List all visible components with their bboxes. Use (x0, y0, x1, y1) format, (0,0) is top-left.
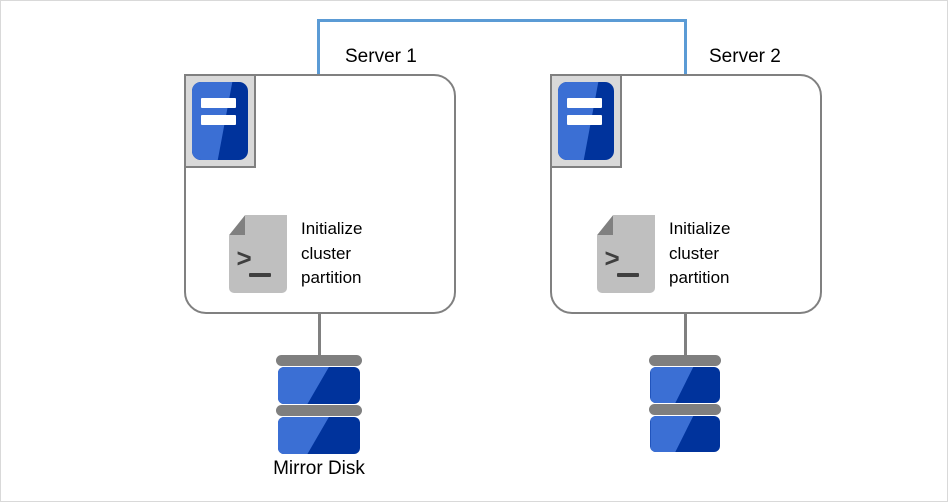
server-2-action-text: Initialize cluster partition (669, 219, 731, 288)
interconnect-left-segment (317, 19, 320, 75)
server-2-to-disk-2-line (684, 314, 687, 359)
server-chassis-body (192, 82, 248, 160)
disk-1-platter-bottom (277, 417, 361, 454)
interconnect-right-segment (684, 19, 687, 75)
script-terminal-icon: > (229, 215, 287, 293)
script-page-fold (229, 215, 246, 236)
disk-1-label: Mirror Disk (273, 458, 365, 479)
disk-2-bar-mid (649, 404, 721, 415)
disk-stack-icon (276, 355, 362, 454)
script-prompt-glyph: > (236, 242, 252, 273)
server-1-label: Server 1 (345, 46, 417, 67)
disk-2-platter-top (650, 367, 720, 403)
script-terminal-icon: > (597, 215, 655, 293)
disk-2-platter-bottom (650, 416, 720, 452)
server-2-label: Server 2 (709, 46, 781, 67)
disk-1-platter-top (277, 367, 361, 404)
disk-stack-icon (649, 355, 721, 452)
interconnect-top-segment (317, 19, 687, 22)
server-chassis-bar-top (566, 97, 602, 108)
disk-1-bar-mid (276, 405, 362, 416)
disk-2-bar-top (649, 355, 721, 366)
script-cursor-glyph (248, 272, 271, 277)
server-chassis-icon (550, 74, 622, 168)
server-1-action-text: Initialize cluster partition (301, 219, 363, 288)
server-1-to-disk-1-line (318, 314, 321, 359)
server-chassis-body (558, 82, 614, 160)
disk-1-bar-top (276, 355, 362, 366)
script-page-fold (597, 215, 614, 236)
server-chassis-bar-bottom (566, 114, 602, 125)
script-prompt-glyph: > (604, 242, 620, 273)
server-2-action: > Initialize cluster partition (597, 215, 730, 293)
server-chassis-bar-top (200, 97, 236, 108)
server-2-box[interactable] (550, 74, 822, 314)
server-chassis-icon (184, 74, 256, 168)
server-chassis-bar-bottom (200, 114, 236, 125)
script-cursor-glyph (616, 272, 639, 277)
server-1-action: > Initialize cluster partition (229, 215, 362, 293)
